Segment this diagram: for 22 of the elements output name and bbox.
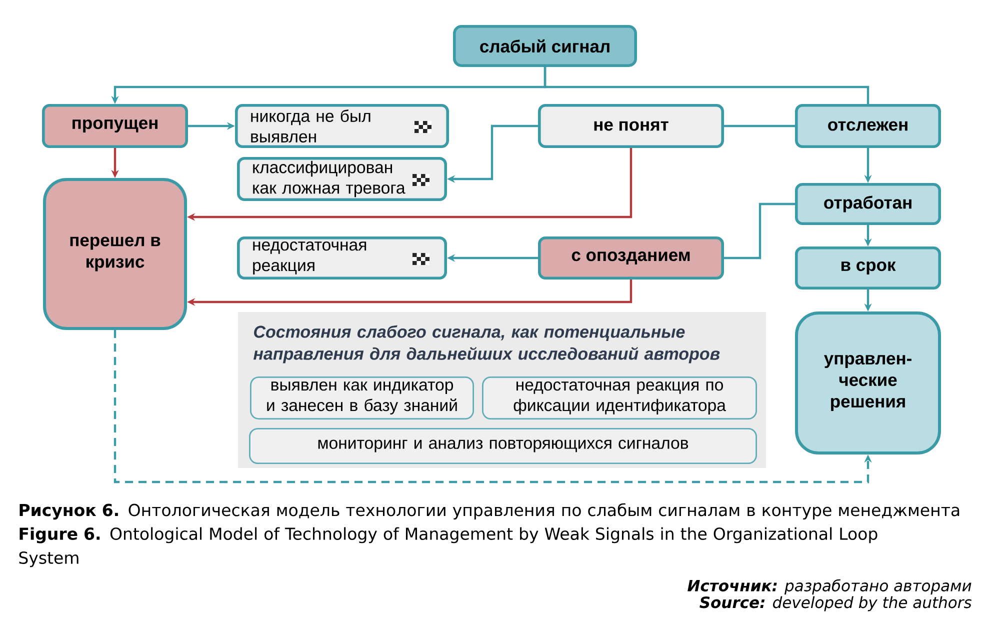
outcome-box: классифицирован как ложная тревога [237, 157, 447, 201]
note-box: мониторинг и анализ повторяющихся сигналов [249, 428, 757, 464]
state-box: отслежен [795, 104, 941, 148]
connector-line [724, 202, 795, 260]
decision-box: управлен- ческие решения [795, 312, 941, 454]
signal-box: слабый сигнал [453, 25, 637, 67]
figure-caption: Figure 6. Ontological Model of Technology of Management by Weak Signals in the Organizational Loop System [19, 527, 878, 568]
source-note: Источник: разработано авторами [688, 579, 972, 594]
figure-caption: Рисунок 6. Онтологическая модель технологии управления по слабым сигналам в контуре менеджмента [20, 503, 960, 520]
note-box: выявлен как индикатор и занесен в базу знаний [250, 376, 474, 420]
note-box: недостаточная реакция по фиксации идентификатора [482, 376, 757, 420]
crisis-box: перешел в кризис [43, 178, 187, 330]
state-box: отработан [795, 183, 941, 225]
state-box: не понят [538, 104, 724, 148]
source-note: Source: developed by the authors [700, 596, 972, 612]
state-box: пропущен [42, 104, 188, 148]
outcome-box: недостаточная реакция [237, 236, 447, 280]
panel-heading: Состояния слабого сигнала, как потенциальные направления для дальнейших исследований авторов [254, 325, 720, 364]
connector-line [544, 67, 870, 104]
state-box: в срок [795, 246, 941, 290]
state-box: с опозданием [538, 236, 724, 280]
connector-line [724, 124, 795, 128]
